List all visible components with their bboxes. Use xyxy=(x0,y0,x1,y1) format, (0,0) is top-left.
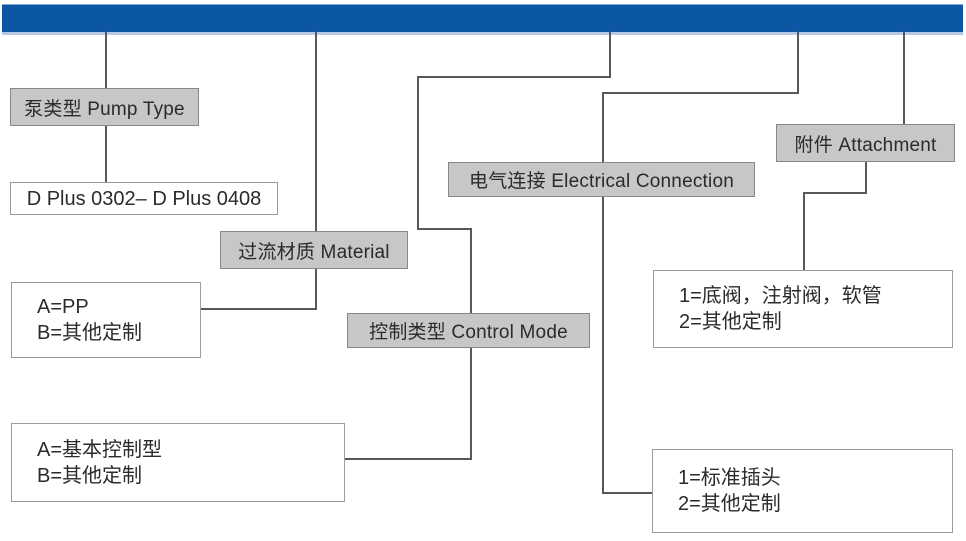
label-attachment: 附件 Attachment xyxy=(776,124,955,162)
value-pump-type-range: D Plus 0302– D Plus 0408 xyxy=(10,182,278,215)
connector-attachment-v2 xyxy=(803,192,805,270)
pump-type-range-text: D Plus 0302– D Plus 0408 xyxy=(26,187,262,210)
material-option-2: B=其他定制 xyxy=(37,322,143,344)
label-control-mode: 控制类型 Control Mode xyxy=(347,313,590,348)
connector-attachment-drop xyxy=(903,31,905,124)
connector-control-to-options-h xyxy=(345,458,472,460)
material-option-1: A=PP xyxy=(37,296,89,318)
connector-material-drop xyxy=(315,31,317,231)
control-mode-option-1: A=基本控制型 xyxy=(37,438,163,461)
connector-control-h2 xyxy=(417,228,472,230)
label-pump-type: 泵类型 Pump Type xyxy=(10,88,199,126)
value-control-mode-options: A=基本控制型 B=其他定制 xyxy=(11,423,345,502)
value-attachment-options: 1=底阀，注射阀，软管 2=其他定制 xyxy=(653,270,953,348)
header-bar xyxy=(2,4,963,35)
connector-material-to-options-h xyxy=(201,308,317,310)
connector-control-v1 xyxy=(417,76,419,230)
connector-attachment-v1 xyxy=(865,162,867,194)
attachment-option-2: 2=其他定制 xyxy=(679,311,782,333)
connector-attachment-h1 xyxy=(803,192,867,194)
attachment-option-1: 1=底阀，注射阀，软管 xyxy=(679,285,882,307)
electrical-option-2: 2=其他定制 xyxy=(678,493,781,515)
connector-electrical-drop xyxy=(797,31,799,94)
connector-pump-type-to-value xyxy=(105,126,107,182)
connector-electrical-to-options-h xyxy=(602,492,653,494)
electrical-option-1: 1=标准插头 xyxy=(678,467,781,489)
control-mode-option-2: B=其他定制 xyxy=(37,464,143,487)
connector-pump-type-drop xyxy=(105,31,107,88)
label-electrical-connection: 电气连接 Electrical Connection xyxy=(448,162,755,197)
value-material-options: A=PP B=其他定制 xyxy=(11,282,201,358)
label-material: 过流材质 Material xyxy=(220,231,408,269)
value-electrical-connection-options: 1=标准插头 2=其他定制 xyxy=(652,449,953,533)
connector-control-h1 xyxy=(417,76,611,78)
connector-electrical-v1 xyxy=(602,92,604,494)
connector-control-drop xyxy=(609,31,611,77)
connector-material-to-options-v xyxy=(315,268,317,310)
connector-electrical-h1 xyxy=(602,92,799,94)
